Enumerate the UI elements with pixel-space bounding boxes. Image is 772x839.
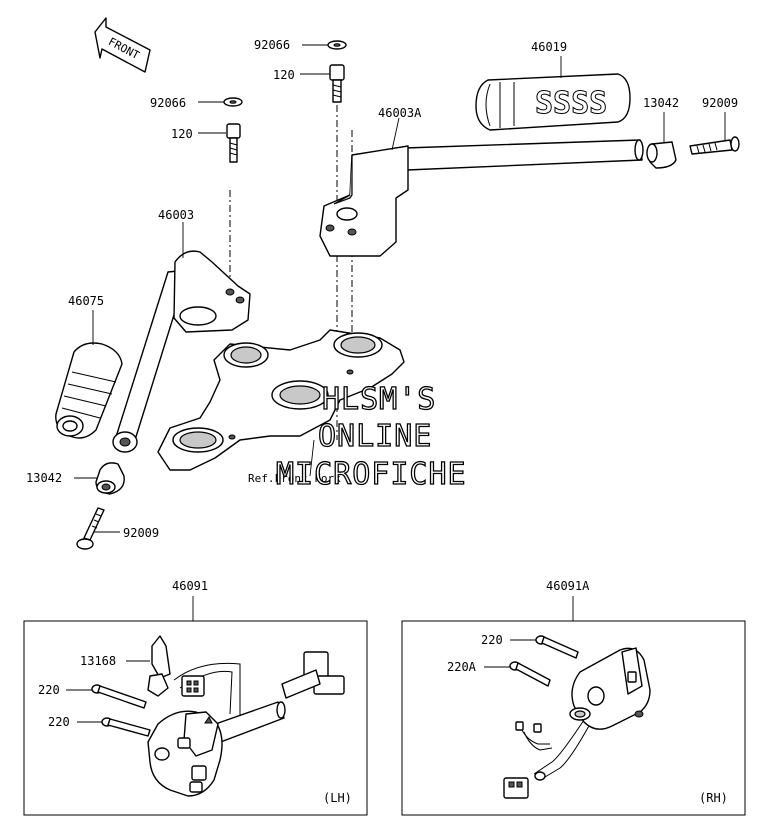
weight-right-icon	[646, 141, 677, 169]
label-92009-left: 92009	[123, 526, 159, 540]
label-120-left: 120	[171, 127, 193, 141]
label-46091: 46091	[172, 579, 208, 593]
bolt-right-icon	[329, 64, 345, 103]
grip-right-pattern: SSSS	[535, 86, 607, 121]
grip-left-icon	[55, 342, 123, 439]
label-13042-left: 13042	[26, 471, 62, 485]
screw-right-icon	[689, 136, 740, 155]
screw-220a-right-icon	[509, 661, 551, 687]
bolt-left-icon	[226, 123, 241, 163]
label-120-right: 120	[273, 68, 295, 82]
watermark-line-1: HLSM'S	[322, 382, 436, 417]
ref-front-fork-note: Ref.Front Fork	[248, 472, 341, 485]
washer-right-icon	[327, 40, 347, 50]
grip-right-icon: SSSS	[475, 73, 631, 131]
label-92009-right: 92009	[702, 96, 738, 110]
handlebar-left	[112, 250, 251, 453]
label-46003a: 46003A	[378, 106, 422, 120]
label-46091a: 46091A	[546, 579, 590, 593]
label-220-left-a: 220	[38, 683, 60, 697]
label-220-right: 220	[481, 633, 503, 647]
weight-left-icon	[95, 462, 125, 495]
label-46003: 46003	[158, 208, 194, 222]
triple-clamp	[157, 329, 405, 471]
watermark-line-2: ONLINE	[318, 419, 432, 454]
switch-right-assembly	[503, 647, 651, 799]
screw-220-left-a-icon	[91, 684, 147, 709]
label-46019: 46019	[531, 40, 567, 54]
watermark-line-3: MICROFICHE	[276, 457, 467, 492]
label-220-left-b: 220	[48, 715, 70, 729]
front-arrow-icon: FRONT	[94, 17, 151, 73]
label-92066-left: 92066	[150, 96, 186, 110]
screw-220-right-icon	[535, 635, 579, 659]
switch-right-side-label: (RH)	[699, 791, 728, 805]
washer-left-icon	[223, 97, 243, 107]
handlebar-right	[319, 139, 644, 257]
screw-220-left-b-icon	[101, 717, 151, 737]
label-46075: 46075	[68, 294, 104, 308]
label-92066-right: 92066	[254, 38, 290, 52]
switch-left-side-label: (LH)	[323, 791, 352, 805]
switch-right-box	[401, 620, 746, 816]
screw-left-icon	[76, 507, 105, 550]
label-13042-right: 13042	[643, 96, 679, 110]
label-220a-right: 220A	[447, 660, 477, 674]
label-13168: 13168	[80, 654, 116, 668]
switch-left-box	[23, 620, 368, 816]
switch-left-assembly	[147, 635, 345, 797]
